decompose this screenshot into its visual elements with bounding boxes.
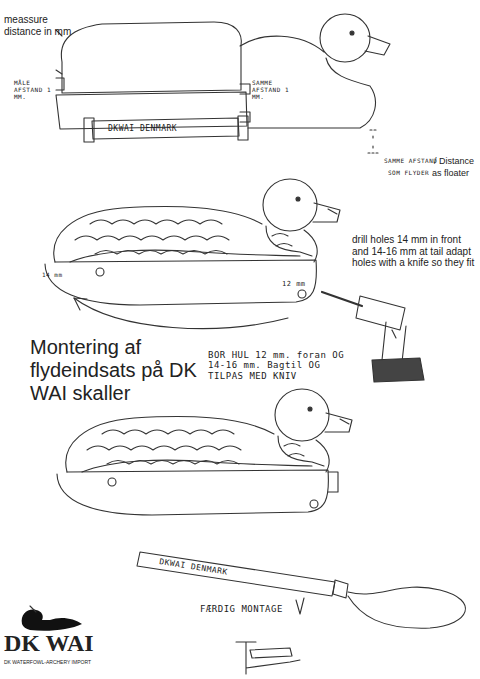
anchor-rope bbox=[348, 587, 465, 628]
float-insert bbox=[56, 92, 247, 129]
strap-buckle bbox=[84, 116, 248, 142]
handwritten-note: BOR HUL 12 mm. foran OG 14-16 mm. Bagtil… bbox=[208, 350, 348, 381]
logo-text: DK WAI bbox=[4, 630, 114, 658]
leader-line bbox=[56, 30, 62, 74]
instruction-note: drill holes 14 mm in front and 14-16 mm … bbox=[352, 234, 478, 269]
drill-handle bbox=[382, 322, 406, 362]
hook bbox=[296, 598, 304, 614]
handwritten-note: SOM FLYDER bbox=[388, 170, 432, 177]
handwritten-note: SAMME AFSTAND 1 MM. bbox=[252, 80, 292, 101]
logo-tagline: DK WATERFOWL-ARCHERY IMPORT bbox=[4, 660, 124, 666]
pump-body bbox=[250, 648, 292, 658]
decoy-back bbox=[240, 36, 324, 52]
page-title: Montering af flydeindsats på DK WAI skal… bbox=[30, 336, 210, 405]
handwritten-note: SAMME AFSTAND bbox=[384, 158, 436, 165]
drill-bit bbox=[322, 292, 362, 306]
logo-bill bbox=[30, 606, 36, 612]
drill-body bbox=[356, 296, 405, 330]
bottom-decoy bbox=[57, 389, 352, 515]
drill-battery bbox=[372, 358, 424, 382]
dimension: 12 mm bbox=[282, 280, 312, 288]
instruction-note: as floater bbox=[432, 168, 480, 178]
decoy-eye bbox=[350, 31, 354, 35]
decoy-head bbox=[320, 14, 370, 62]
drill-trigger bbox=[392, 330, 396, 338]
arrow-head bbox=[74, 298, 87, 310]
strap bbox=[92, 118, 239, 139]
handwritten-note: MÅLE AFSTAND 1 MM. bbox=[14, 80, 54, 101]
pump-tool bbox=[236, 642, 300, 674]
float-tab bbox=[328, 472, 338, 492]
decoy-drawing bbox=[57, 389, 352, 515]
shell-block bbox=[61, 22, 241, 93]
strap-text: DKWAI DENMARK bbox=[159, 557, 269, 583]
strap-buckle bbox=[333, 580, 348, 598]
decoy-bill bbox=[365, 36, 390, 55]
finished-strap bbox=[137, 552, 465, 674]
decoy-breast bbox=[248, 58, 375, 128]
rotate-arrow bbox=[74, 298, 288, 329]
distance-marker bbox=[368, 130, 378, 153]
logo bbox=[22, 606, 82, 631]
logo-duck bbox=[22, 610, 82, 631]
strap bbox=[137, 552, 335, 596]
handwritten-caption: FÆRDIG MONTAGE bbox=[200, 604, 320, 614]
decoy-drawing bbox=[45, 179, 340, 305]
top-decoy bbox=[56, 14, 390, 153]
float-tab bbox=[56, 78, 64, 90]
instruction-note: meassure distance in mm bbox=[4, 14, 74, 37]
dimension: 14 mm bbox=[42, 272, 72, 279]
instruction-note: / Distance bbox=[434, 156, 480, 166]
strap-text: DKWAI DENMARK bbox=[108, 124, 218, 133]
